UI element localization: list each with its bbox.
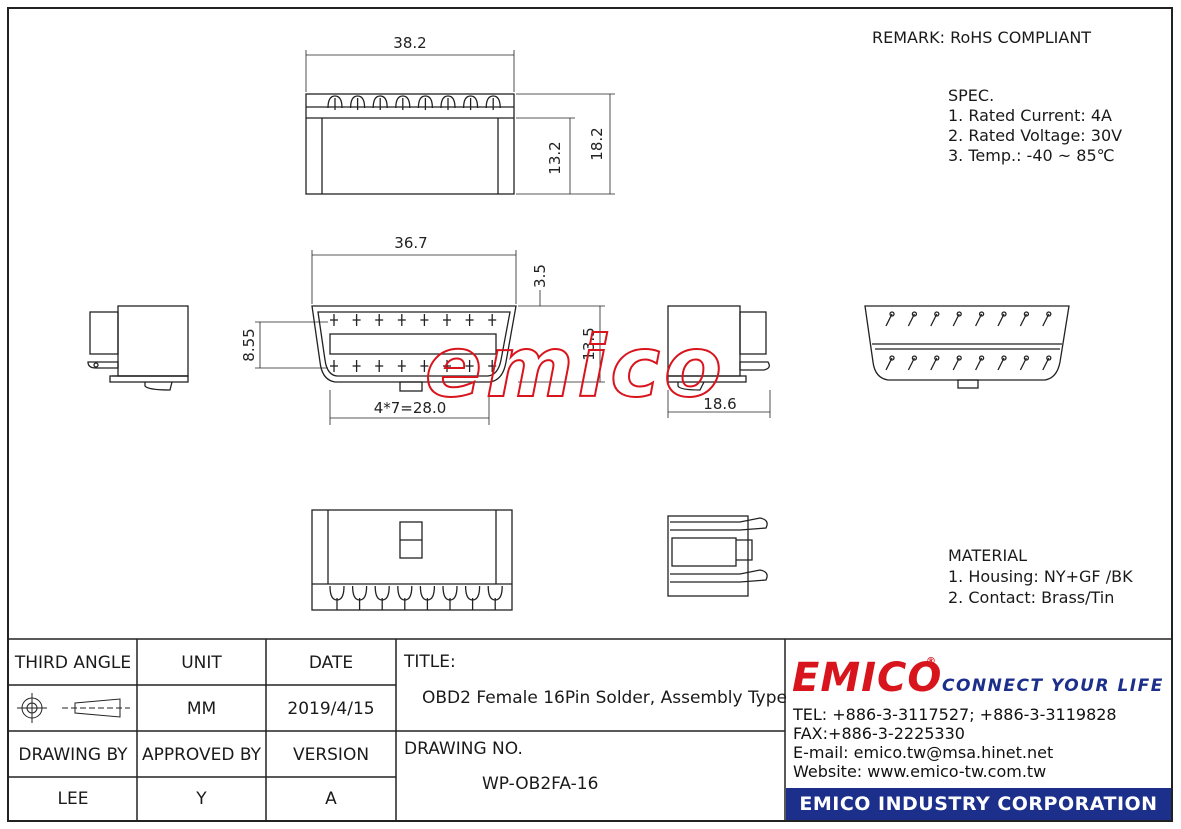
top-pin	[462, 95, 479, 109]
company-logo: EMICO	[792, 655, 943, 701]
registered-mark: ®	[926, 656, 936, 667]
title-value: OBD2 Female 16Pin Solder, Assembly Type	[422, 688, 787, 708]
rear-pin-tip	[978, 355, 985, 361]
spec-line-1: 1. Rated Current: 4A	[948, 106, 1112, 125]
spec-line-3: 3. Temp.: -40 ~ 85℃	[948, 146, 1115, 165]
rear-pin-tip	[911, 311, 918, 317]
top-pin	[327, 95, 343, 109]
bottom-pin	[487, 585, 503, 601]
dim-front-width: 36.7	[394, 234, 427, 252]
rear-pin-tip	[956, 311, 962, 317]
left-side-view	[87, 305, 189, 391]
top-view	[305, 50, 615, 195]
company-tel: TEL: +886-3-3117527; +886-3-3119828	[793, 705, 1117, 724]
remark-text: REMARK: RoHS COMPLIANT	[872, 28, 1092, 47]
dim-top-h1: 13.2	[546, 141, 564, 174]
rear-pin-tip	[1001, 311, 1007, 317]
rear-pin-tip	[889, 355, 895, 361]
approved-by-value: Y	[196, 789, 207, 809]
bottom-view	[311, 509, 513, 611]
rear-pin-tip	[889, 311, 895, 317]
unit-value: MM	[186, 698, 217, 719]
spec-line-2: 2. Rated Voltage: 30V	[948, 126, 1123, 145]
spec-title: SPEC.	[948, 86, 995, 105]
top-pin	[417, 95, 434, 109]
bottom-pin	[351, 585, 368, 601]
unit-label: UNIT	[181, 653, 222, 673]
dim-front-left: 8.55	[240, 328, 258, 361]
company-slogan: CONNECT YOUR LIFE	[942, 676, 1164, 696]
drawing-by-value: LEE	[57, 789, 89, 809]
dim-top-h2: 18.2	[588, 127, 606, 160]
rear-pin-tip	[1001, 355, 1007, 361]
section-view	[667, 515, 768, 597]
title-block-grid	[7, 638, 1173, 822]
material-line-2: 2. Contact: Brass/Tin	[948, 588, 1115, 607]
bottom-pin	[397, 585, 413, 601]
rear-pin-tip	[934, 311, 940, 317]
rear-pin-tip	[1046, 311, 1052, 317]
bottom-pin	[374, 585, 390, 601]
dim-front-height: 13.5	[580, 327, 598, 360]
dim-side-width: 18.6	[703, 395, 736, 413]
rear-pin-tip	[1046, 355, 1052, 361]
version-label: VERSION	[292, 744, 370, 765]
company-email: E-mail: emico.tw@msa.hinet.net	[793, 743, 1054, 762]
material-line-1: 1. Housing: NY+GF /BK	[948, 567, 1133, 586]
dim-front-top: 3.5	[531, 264, 549, 288]
dim-pitch: 4*7=28.0	[374, 399, 447, 417]
top-pin	[440, 95, 456, 109]
top-pin	[395, 95, 411, 109]
rear-pin-tip	[956, 355, 962, 361]
approved-by-label: APPROVED BY	[141, 744, 261, 765]
rear-pin-tip	[1023, 355, 1030, 361]
drawing-no-label: DRAWING NO.	[404, 739, 523, 759]
date-label: DATE	[308, 653, 354, 673]
rear-pin-tip	[1023, 311, 1030, 317]
third-angle-symbol	[17, 693, 130, 723]
bottom-pin	[464, 585, 481, 601]
top-pin	[372, 95, 388, 109]
bottom-pin	[442, 585, 458, 601]
material-title: MATERIAL	[948, 546, 1028, 565]
company-website: Website: www.emico-tw.com.tw	[793, 762, 1047, 781]
date-value: 2019/4/15	[287, 698, 375, 719]
right-side-view	[667, 305, 771, 418]
watermark-logo: emico	[424, 317, 726, 417]
drawing-by-label: DRAWING BY	[18, 744, 128, 765]
third-angle-label: THIRD ANGLE	[14, 653, 132, 673]
rear-view	[864, 305, 1070, 389]
drawing-frame	[7, 7, 1173, 822]
front-view	[255, 250, 605, 425]
dim-top-width: 38.2	[393, 34, 426, 52]
bottom-pin	[329, 585, 345, 601]
rear-pin-tip	[978, 311, 985, 317]
rear-pin-tip	[911, 355, 918, 361]
top-pin	[485, 95, 501, 109]
bottom-pin	[419, 585, 436, 601]
title-label: TITLE:	[404, 652, 456, 672]
company-corporation-banner: EMICO INDUSTRY CORPORATION	[786, 788, 1171, 820]
rear-pin-tip	[934, 355, 940, 361]
company-fax: FAX:+886-3-2225330	[793, 724, 965, 743]
top-pin	[349, 95, 366, 109]
drawing-no-value: WP-OB2FA-16	[482, 774, 599, 794]
version-value: A	[325, 789, 337, 809]
